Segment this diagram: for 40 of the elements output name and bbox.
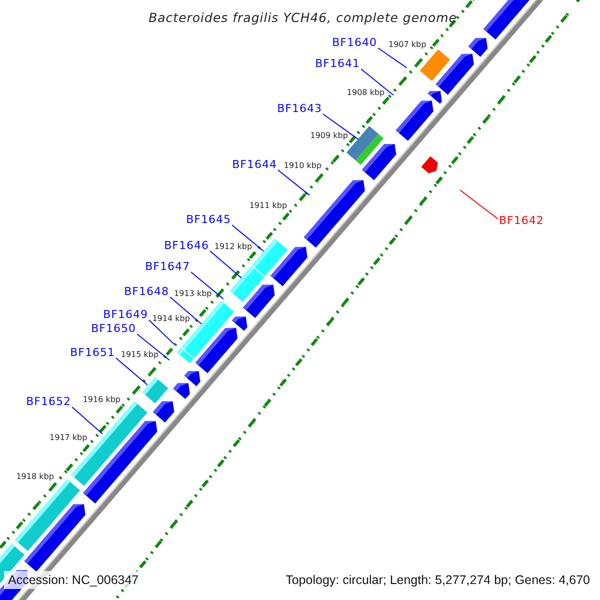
scale-label: 1910 kbp bbox=[284, 160, 322, 172]
leader-line bbox=[72, 406, 104, 434]
scale-label: 1912 kbp bbox=[214, 241, 252, 254]
leader-line bbox=[322, 114, 359, 140]
gene-label: BF1647 bbox=[145, 259, 190, 275]
gene-label: BF1651 bbox=[70, 345, 115, 361]
leader-line bbox=[170, 296, 202, 324]
genome-stats-text: Topology: circular; Length: 5,277,274 bp; Genes: 4,670 bbox=[286, 572, 590, 589]
leader-line bbox=[148, 320, 175, 345]
scale-label: 1908 kbp bbox=[346, 87, 385, 100]
gene-label: BF1646 bbox=[164, 238, 209, 254]
title: Bacteroides fragilis YCH46, complete genome bbox=[148, 9, 457, 27]
gene-label: BF1648 bbox=[124, 284, 169, 300]
gene-label: BF1642 bbox=[499, 213, 544, 229]
leader-line bbox=[378, 48, 408, 68]
scale-label: 1907 kbp bbox=[388, 39, 426, 52]
gene-label: BF1649 bbox=[103, 307, 148, 323]
leader-line bbox=[116, 358, 148, 386]
leader-line bbox=[460, 190, 498, 220]
scale-label: 1913 kbp bbox=[174, 288, 212, 300]
scale-label: 1917 kbp bbox=[50, 432, 88, 444]
leader-line bbox=[190, 272, 224, 300]
gene-label: BF1643 bbox=[277, 101, 322, 117]
gene-label: BF1650 bbox=[91, 321, 136, 337]
gene-label: BF1652 bbox=[26, 394, 71, 410]
scale-label: 1909 kbp bbox=[310, 130, 348, 142]
scale-label: 1915 kbp bbox=[120, 349, 159, 362]
gene-label: BF1640 bbox=[332, 35, 377, 51]
leader-line bbox=[360, 68, 394, 96]
gene-label: BF1644 bbox=[232, 157, 277, 173]
leader-line bbox=[232, 224, 264, 252]
gene-label: BF1645 bbox=[186, 212, 231, 228]
gene-label: BF1641 bbox=[315, 56, 360, 72]
leader-line bbox=[278, 170, 310, 196]
leader-line bbox=[136, 334, 170, 361]
scale-label: 1911 kbp bbox=[249, 200, 288, 212]
scale-label: 1918 kbp bbox=[16, 470, 54, 483]
scale-label: 1916 kbp bbox=[82, 394, 121, 406]
leader-line bbox=[210, 250, 242, 278]
scale-label: 1914 kbp bbox=[152, 313, 190, 326]
